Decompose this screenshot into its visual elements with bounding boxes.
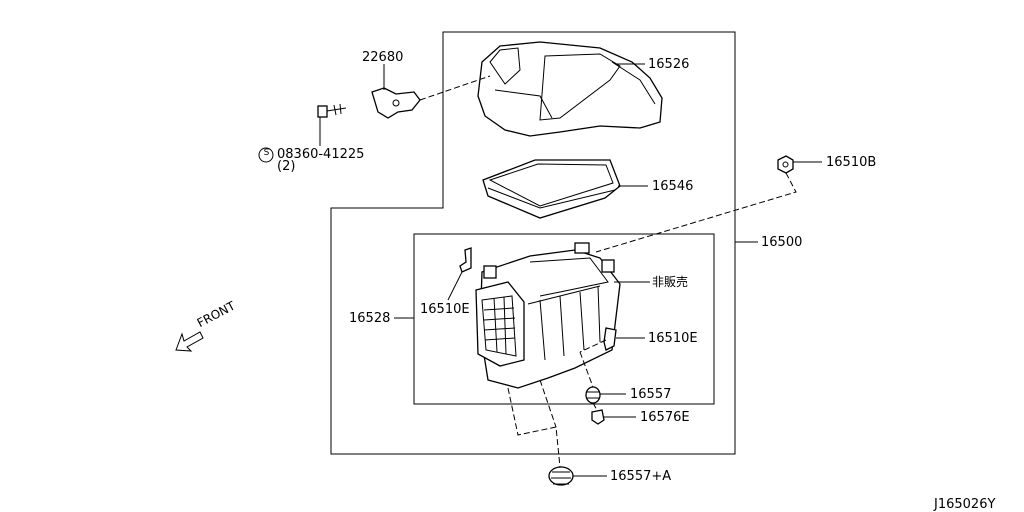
label-not-for-sale: 非販売 xyxy=(652,275,689,289)
assembly-frame xyxy=(330,31,736,455)
grommet-16557-part xyxy=(585,386,601,404)
clip-16510e-right-part xyxy=(603,327,617,351)
label-16526: 16526 xyxy=(648,57,690,72)
grommet-16557a-part xyxy=(548,466,574,486)
lower-case-frame xyxy=(413,233,715,405)
dashed-line-16557 xyxy=(579,351,594,388)
diagram-id: J165026Y xyxy=(934,497,996,512)
dashed-line-feet xyxy=(507,387,561,468)
label-quantity: (2) xyxy=(277,159,296,174)
label-16510e-left: 16510E xyxy=(420,302,470,317)
front-arrow-icon xyxy=(175,331,204,352)
dashed-line-16510e-right xyxy=(579,339,607,353)
filter-element-part xyxy=(482,159,621,219)
air-flow-sensor-part xyxy=(317,87,421,119)
label-16557: 16557 xyxy=(630,387,672,402)
label-16557a: 16557+A xyxy=(610,469,672,484)
leader-16510e-left xyxy=(447,271,463,301)
dashed-line-16510b xyxy=(595,172,797,253)
label-16510e-right: 16510E xyxy=(648,331,698,346)
dashed-line-sensor xyxy=(419,75,491,101)
screw-symbol-letter: S xyxy=(263,148,270,158)
collar-16576e-part xyxy=(591,409,605,425)
label-16576e: 16576E xyxy=(640,410,690,425)
screw-symbol-circle xyxy=(258,147,274,163)
label-08360-41225: 08360-41225 xyxy=(277,147,365,162)
label-16510b: 16510B xyxy=(826,155,877,170)
lower-case-part xyxy=(475,242,621,389)
clip-16510b-part xyxy=(777,155,794,174)
clip-16510e-left-part xyxy=(459,247,472,273)
dashed-line-16576e xyxy=(592,402,598,411)
label-16528: 16528 xyxy=(349,311,391,326)
dashed-line-feet-b xyxy=(539,379,557,428)
upper-cover-part xyxy=(477,41,663,137)
label-16546: 16546 xyxy=(652,179,694,194)
label-22680: 22680 xyxy=(362,50,404,65)
label-16500: 16500 xyxy=(761,235,803,250)
